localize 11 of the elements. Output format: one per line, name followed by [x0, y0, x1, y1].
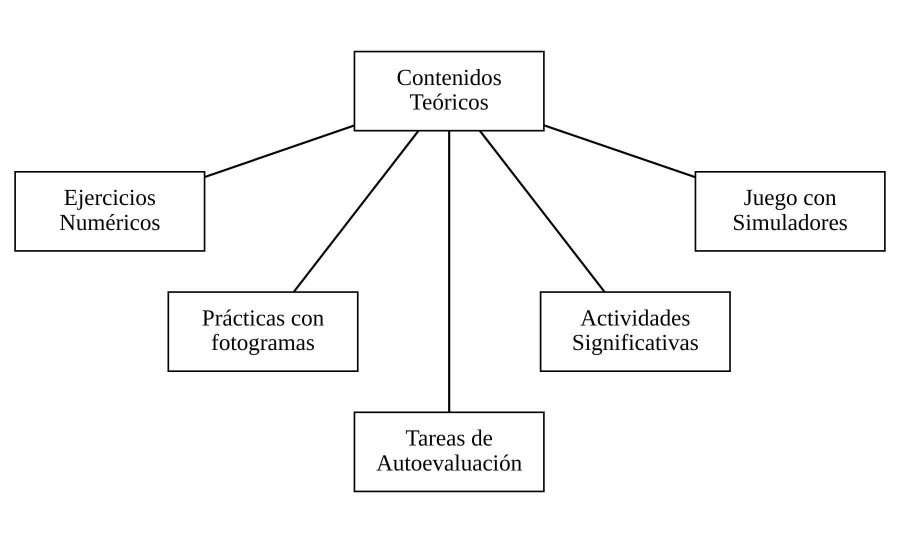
node-box: Prácticas con fotogramas — [168, 290, 359, 372]
node-box: Actividades Significativas — [540, 290, 731, 372]
node-box: Contenidos Teóricos — [354, 50, 545, 131]
connector — [544, 124, 696, 178]
connector — [204, 124, 355, 178]
connector — [448, 130, 450, 412]
connector — [292, 130, 420, 292]
node-box: Juego con Simuladores — [694, 170, 886, 252]
node-box: Ejercicios Numéricos — [14, 170, 206, 252]
node-box: Tareas de Autoevaluación — [354, 411, 545, 492]
connector — [479, 130, 606, 292]
